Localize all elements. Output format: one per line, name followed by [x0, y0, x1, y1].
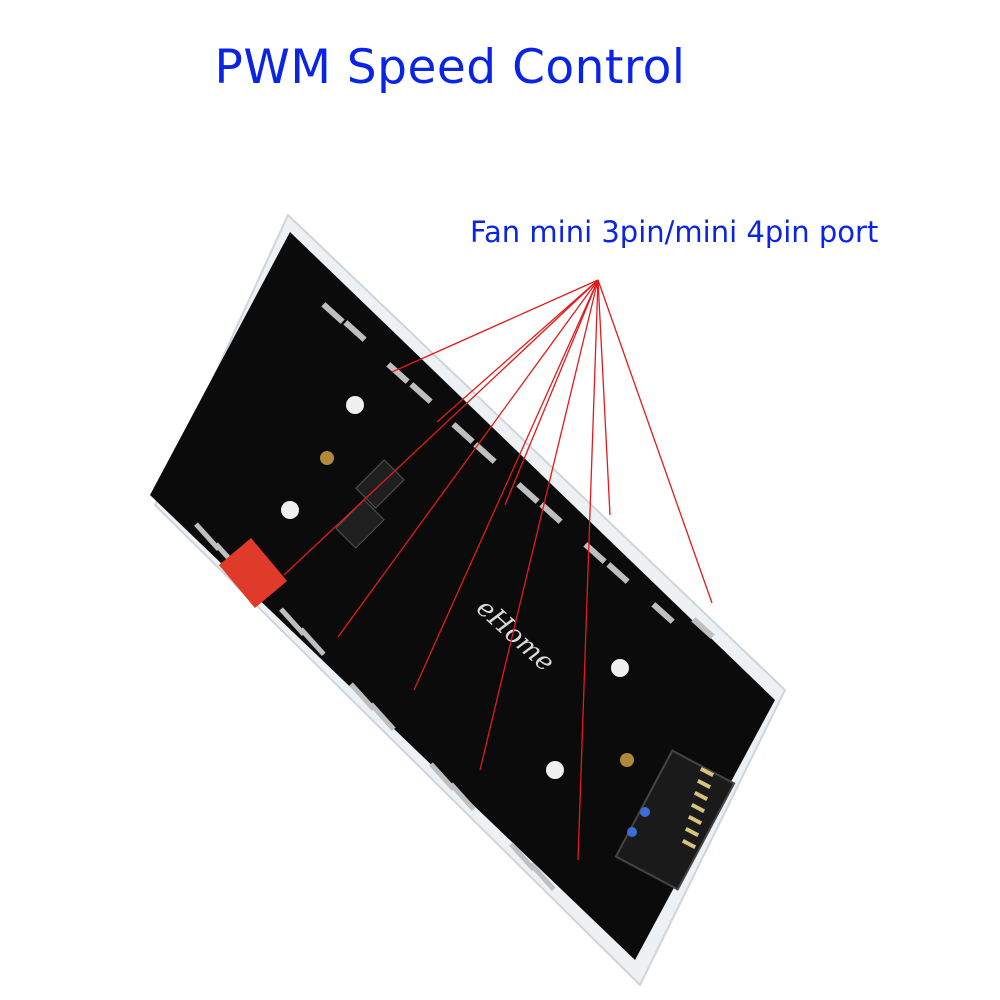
- callout-leader-lines: [283, 279, 713, 861]
- ic-chip: [335, 499, 385, 549]
- capacitor: [281, 501, 299, 519]
- led: [640, 807, 650, 817]
- capacitor: [611, 659, 629, 677]
- power-connector: [218, 538, 288, 608]
- mount-hole: [620, 753, 634, 767]
- capacitor: [346, 396, 364, 414]
- led: [627, 827, 637, 837]
- sata-pins: [681, 766, 715, 850]
- mount-hole: [320, 451, 334, 465]
- pcb-board: [150, 232, 775, 960]
- page-title: PWM Speed Control: [214, 40, 686, 95]
- port-callout-label: Fan mini 3pin/mini 4pin port: [470, 215, 879, 249]
- capacitor: [546, 761, 564, 779]
